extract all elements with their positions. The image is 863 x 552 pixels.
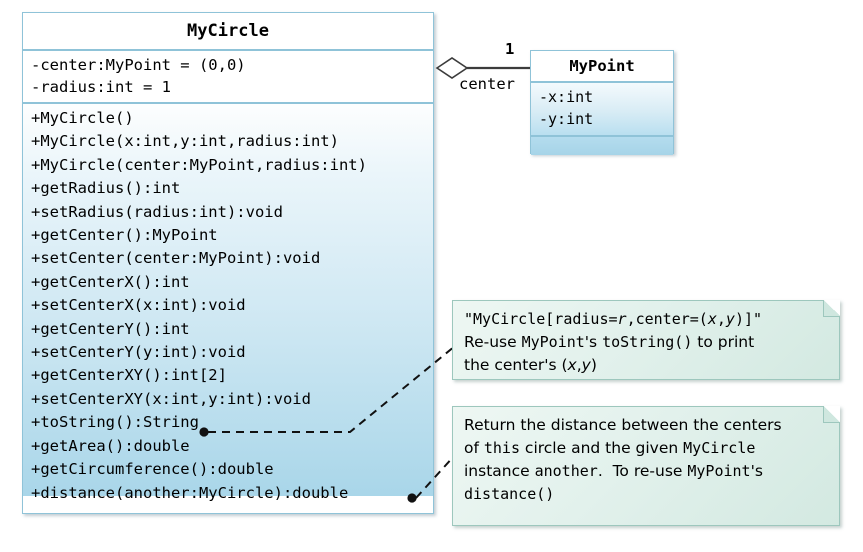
compartment-divider bbox=[23, 102, 433, 104]
attributes-compartment-mypoint: -x:int -y:int bbox=[531, 83, 673, 135]
note-line: Return the distance between the centers bbox=[464, 416, 782, 434]
operation-row: +getCircumference():double bbox=[31, 460, 274, 479]
association-multiplicity: 1 bbox=[505, 40, 515, 58]
compartment-divider bbox=[531, 135, 673, 137]
operation-row: +getCenter():MyPoint bbox=[31, 226, 218, 245]
operation-row: +setRadius(radius:int):void bbox=[31, 202, 283, 221]
operation-row: +MyCircle(x:int,y:int,radius:int) bbox=[31, 132, 339, 151]
operation-row: +MyCircle() bbox=[31, 109, 134, 127]
operation-row: +setCenterX(x:int):void bbox=[31, 296, 246, 315]
operation-row: +getArea():double bbox=[31, 436, 190, 455]
attribute-row: -center:MyPoint = (0,0) bbox=[31, 56, 246, 74]
operation-row: +getCenterY():int bbox=[31, 319, 190, 338]
compartment-divider bbox=[531, 81, 673, 83]
operation-row: +setCenterXY(x:int,y:int):void bbox=[31, 389, 311, 408]
association-role-label: center bbox=[459, 75, 515, 93]
operations-compartment-mycircle: +MyCircle() +MyCircle(x:int,y:int,radius… bbox=[23, 104, 433, 502]
operation-row: +MyCircle(center:MyPoint,radius:int) bbox=[31, 155, 367, 174]
operations-compartment-mypoint bbox=[531, 137, 673, 155]
operation-row-tostring: +toString():String bbox=[31, 413, 199, 432]
class-box-mypoint[interactable]: MyPoint -x:int -y:int bbox=[530, 50, 674, 155]
operation-row: +setCenter(center:MyPoint):void bbox=[31, 249, 321, 268]
attribute-row: -y:int bbox=[539, 110, 594, 128]
note-line: distance() bbox=[464, 485, 555, 503]
operation-row: +getRadius():int bbox=[31, 179, 181, 198]
note-distance[interactable]: Return the distance between the centers … bbox=[452, 406, 840, 526]
note-line: of this circle and the given MyCircle bbox=[464, 439, 756, 457]
attribute-row: -radius:int = 1 bbox=[31, 78, 171, 96]
attribute-row: -x:int bbox=[539, 88, 594, 106]
attributes-compartment-mycircle: -center:MyPoint = (0,0) -radius:int = 1 bbox=[23, 51, 433, 102]
note-fold-icon bbox=[823, 300, 840, 317]
class-name-mycircle: MyCircle bbox=[23, 13, 433, 49]
operation-row: +getCenterXY():int[2] bbox=[31, 366, 227, 385]
class-name-mypoint: MyPoint bbox=[531, 51, 673, 81]
operation-row: +setCenterY(y:int):void bbox=[31, 343, 246, 362]
compartment-divider bbox=[23, 49, 433, 51]
operation-row: +getCenterX():int bbox=[31, 272, 190, 291]
note-line: "MyCircle[radius=r,center=(x,y)]" bbox=[464, 310, 763, 328]
note-line: the center's (x,y) bbox=[464, 356, 597, 374]
note-fold-icon bbox=[823, 406, 840, 423]
operation-row-distance: +distance(another:MyCircle):double bbox=[31, 483, 349, 502]
note-line: Re-use MyPoint's toString() to print bbox=[464, 333, 755, 351]
note-line: instance another. To re-use MyPoint's bbox=[464, 462, 763, 480]
note-tostring[interactable]: "MyCircle[radius=r,center=(x,y)]" Re-use… bbox=[452, 300, 840, 380]
class-box-mycircle[interactable]: MyCircle -center:MyPoint = (0,0) -radius… bbox=[22, 12, 434, 514]
